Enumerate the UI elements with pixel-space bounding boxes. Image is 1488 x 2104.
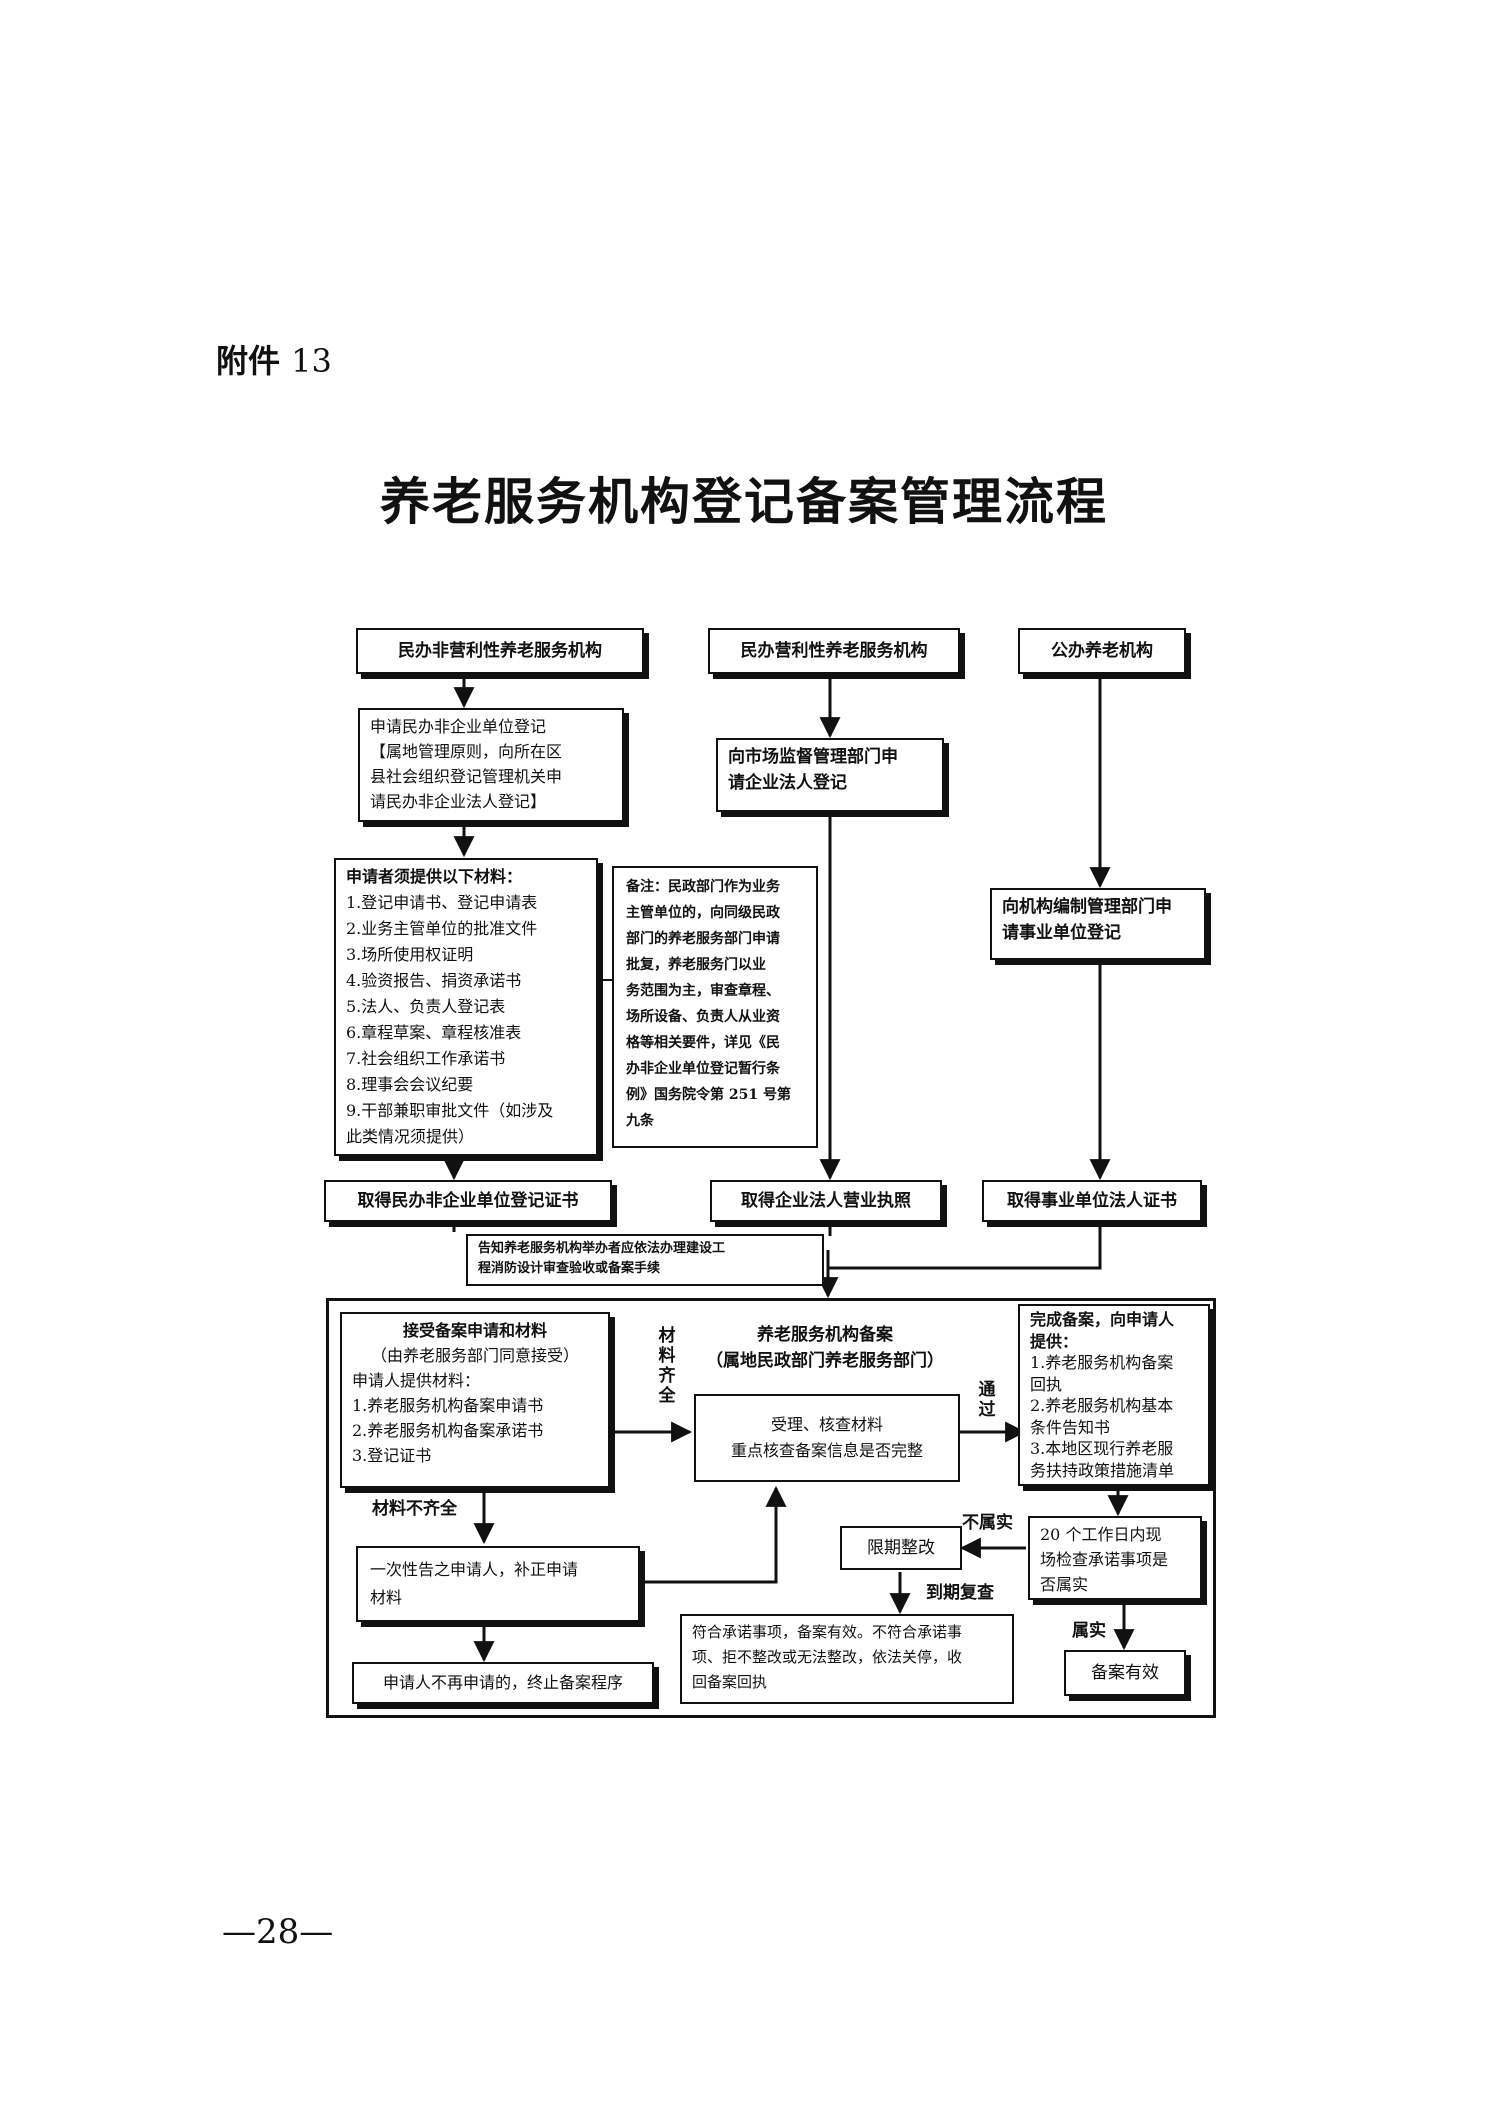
node-notify: 告知养老服务机构举办者应依法办理建设工 程消防设计审查验收或备案手续 xyxy=(466,1234,824,1286)
node-nonprofit: 民办非营利性养老服务机构 xyxy=(356,628,644,674)
node-materials: 申请者须提供以下材料： 1.登记申请书、登记申请表 2.业务主管单位的批准文件 … xyxy=(334,858,598,1156)
node-cert-np: 取得民办非企业单位登记证书 xyxy=(324,1180,612,1222)
label-materials-complete: 材料齐全 xyxy=(658,1326,676,1406)
node-review: 受理、核查材料 重点核查备案信息是否完整 xyxy=(694,1394,960,1482)
page-title: 养老服务机构登记备案管理流程 xyxy=(380,472,1108,531)
node-complete: 完成备案，向申请人 提供： 1.养老服务机构备案 回执 2.养老服务机构基本 条… xyxy=(1018,1304,1210,1486)
node-cert-fp: 取得企业法人营业执照 xyxy=(710,1180,942,1222)
node-staffing-reg: 向机构编制管理部门申 请事业单位登记 xyxy=(990,888,1206,960)
label-passed: 通过 xyxy=(978,1380,996,1420)
node-cert-pub: 取得事业单位法人证书 xyxy=(982,1180,1202,1222)
node-market-reg: 向市场监督管理部门申 请企业法人登记 xyxy=(716,738,944,812)
node-result: 符合承诺事项，备案有效。不符合承诺事 项、拒不整改或无法整改，依法关停，收 回备… xyxy=(680,1614,1014,1704)
attachment-number: 13 xyxy=(291,342,332,380)
node-note: 备注：民政部门作为业务 主管单位的，向同级民政 部门的养老服务部门申请 批复，养… xyxy=(612,866,818,1148)
filing-title: 养老服务机构备案 （属地民政部门养老服务部门） xyxy=(706,1325,944,1371)
label-materials-incomplete: 材料不齐全 xyxy=(372,1499,457,1519)
node-inspect: 20 个工作日内现 场检查承诺事项是 否属实 xyxy=(1028,1516,1202,1600)
attachment-label: 附件 13 xyxy=(216,336,332,382)
label-is-true: 属实 xyxy=(1072,1621,1106,1641)
attachment-text: 附件 xyxy=(216,342,281,380)
label-recheck: 到期复查 xyxy=(926,1583,994,1603)
node-public: 公办养老机构 xyxy=(1018,628,1186,674)
node-valid: 备案有效 xyxy=(1064,1650,1186,1696)
node-terminate: 申请人不再申请的，终止备案程序 xyxy=(352,1662,654,1704)
arrow-inform-review xyxy=(640,1485,787,1584)
node-accept: 接受备案申请和材料 （由养老服务部门同意接受） 申请人提供材料： 1.养老服务机… xyxy=(340,1312,610,1488)
label-not-true: 不属实 xyxy=(962,1513,1013,1533)
node-apply-np: 申请民办非企业单位登记 【属地管理原则，向所在区 县社会组织登记管理机关申 请民… xyxy=(358,708,624,822)
node-rectify: 限期整改 xyxy=(840,1526,962,1570)
node-forprofit: 民办营利性养老服务机构 xyxy=(708,628,960,674)
node-inform-once: 一次性告之申请人，补正申请 材料 xyxy=(356,1546,640,1622)
line-cert-pub-notify xyxy=(828,1221,1102,1270)
filing-section-frame xyxy=(326,1298,1216,1718)
page-number: —28— xyxy=(222,1912,334,1952)
